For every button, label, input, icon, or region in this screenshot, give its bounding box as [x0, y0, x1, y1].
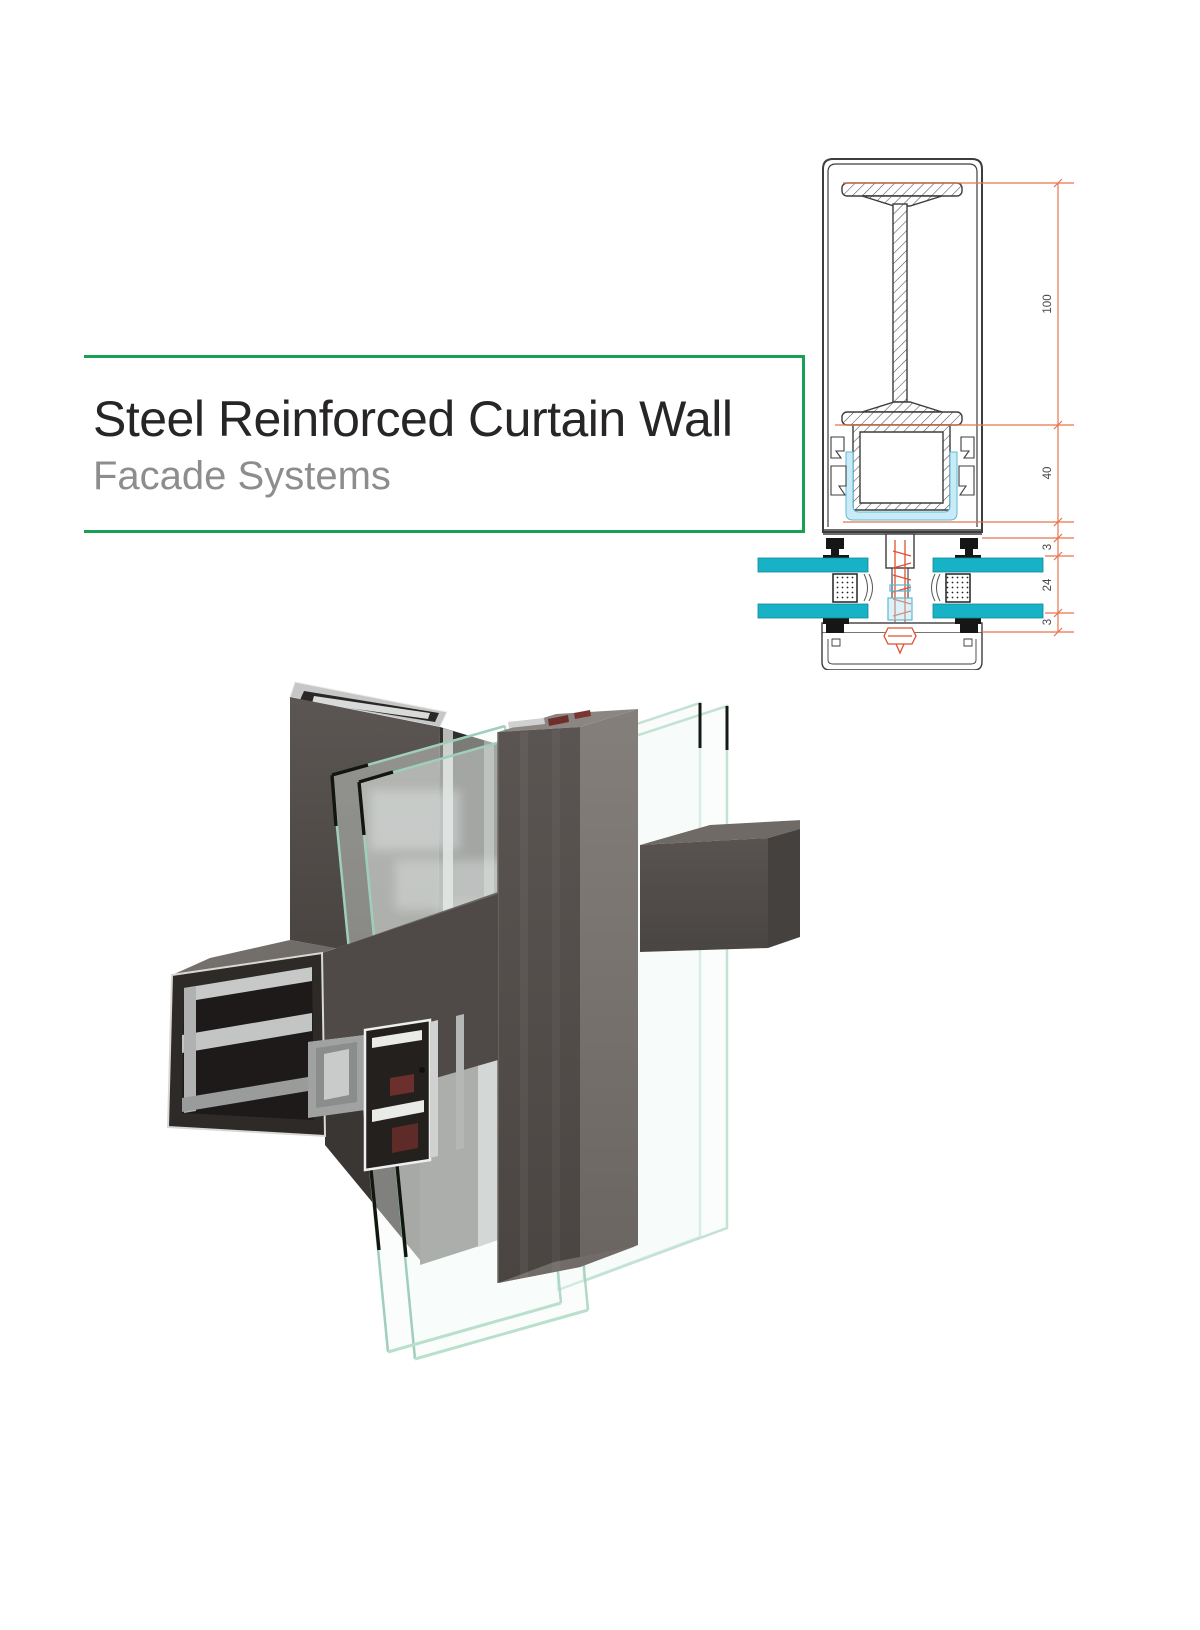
dimension-label: 3 [1042, 544, 1054, 550]
junction-profiles [308, 1014, 464, 1172]
render-3d [166, 681, 800, 1361]
page-title: Steel Reinforced Curtain Wall [93, 391, 733, 447]
glass-pane [932, 603, 1044, 619]
section-drawing: 100 40 3 24 3 [757, 158, 1074, 670]
gasket-block [574, 710, 591, 719]
gasket-block [390, 1074, 414, 1096]
profile-clips [830, 436, 975, 496]
left-transom-arm [166, 892, 498, 1138]
glass-pane [932, 557, 1044, 573]
glazing-units [757, 557, 1044, 619]
dimension-label: 3 [1042, 619, 1054, 625]
thermal-break-channel [845, 451, 958, 521]
glass-edge-band [698, 703, 729, 750]
glass-edge-bands [330, 763, 408, 1258]
page-subtitle: Facade Systems [93, 454, 391, 498]
steel-insert-plate [184, 967, 312, 1002]
title-block: Steel Reinforced Curtain Wall Facade Sys… [84, 355, 805, 533]
dimension-label: 40 [1042, 467, 1054, 480]
transom-cut-face [166, 951, 327, 1138]
center-mullion [497, 709, 638, 1283]
exterior-cap [821, 633, 983, 670]
steel-reinforcement [841, 182, 963, 426]
dimension-lines [835, 178, 1074, 637]
dimension-labels: 100 40 3 24 3 [1042, 294, 1054, 625]
screw-insulator [887, 584, 913, 621]
gasket-block [392, 1123, 418, 1153]
glass-pane [757, 557, 869, 573]
glass-spacers [832, 573, 971, 603]
glazing-bridge [823, 529, 982, 598]
dimension-label: 24 [1042, 578, 1054, 591]
steel-insert-plate [182, 1013, 312, 1053]
fixing-screw [883, 540, 917, 655]
dimension-label: 100 [1042, 294, 1054, 313]
gasket-block [548, 715, 569, 726]
right-transom-arm [640, 820, 800, 952]
glass-pane [757, 603, 869, 619]
